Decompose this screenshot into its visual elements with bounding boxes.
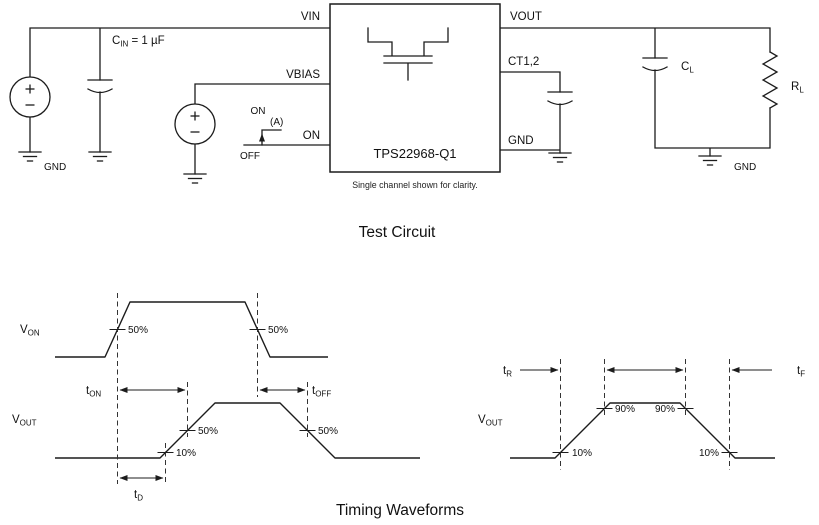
right-measurement-dashed-lines	[560, 359, 730, 470]
vout-rise-10pct-label: 10%	[176, 448, 196, 459]
on-step-waveform	[261, 129, 282, 146]
vout-pin-label: VOUT	[510, 11, 542, 23]
left-measurement-dashed-lines	[117, 293, 308, 484]
vin-pin-label: VIN	[301, 11, 320, 23]
cl-capacitor	[642, 57, 668, 72]
right-level-ticks	[552, 408, 738, 453]
vbias-voltage-source	[174, 103, 216, 145]
cin-label: CIN = 1 µF	[112, 35, 165, 49]
timing-waveforms: VON VOUT tON tOFF tD 50% 50% 50% 50% 10%…	[12, 293, 805, 519]
vout-waveform-right	[510, 402, 775, 459]
vbias-pin-label: VBIAS	[286, 69, 320, 81]
vout-waveform-left	[55, 402, 420, 459]
tr-label: tR	[503, 365, 512, 379]
ground-symbol	[698, 155, 722, 166]
gnd-label-right: GND	[734, 162, 756, 173]
cin-capacitor	[87, 79, 113, 94]
test-circuit: VIN VOUT VBIAS ON CT1,2 GND CIN = 1 µF C…	[9, 3, 804, 241]
rl-label: RL	[791, 81, 804, 95]
ground-symbol	[88, 151, 112, 162]
ground-symbol	[548, 152, 572, 163]
on-step-on-label: ON	[251, 106, 266, 117]
circuit-wires	[29, 27, 771, 175]
ground-symbol	[18, 151, 42, 162]
ton-label: tON	[86, 385, 101, 399]
vout-rise-50pct-label: 50%	[198, 426, 218, 437]
tf-label: tF	[797, 365, 805, 379]
ic-box	[329, 3, 501, 173]
von-rise-50pct-label: 50%	[128, 325, 148, 336]
fall-90pct-label: 90%	[655, 404, 675, 415]
left-level-ticks	[109, 329, 316, 453]
von-label: VON	[20, 324, 40, 338]
vout-label-right: VOUT	[478, 414, 503, 428]
gnd-pin-label: GND	[508, 135, 534, 147]
rl-resistor	[761, 51, 779, 109]
timing-waveforms-title: Timing Waveforms	[336, 502, 464, 519]
von-waveform	[55, 301, 328, 358]
on-step-ref-label: (A)	[270, 117, 283, 128]
von-fall-50pct-label: 50%	[268, 325, 288, 336]
rise-90pct-label: 90%	[615, 404, 635, 415]
toff-label: tOFF	[312, 385, 331, 399]
on-step-off-label: OFF	[240, 151, 260, 162]
ic-part-number: TPS22968-Q1	[373, 146, 456, 161]
mosfet-symbol	[367, 27, 449, 81]
vout-fall-50pct-label: 50%	[318, 426, 338, 437]
vin-voltage-source	[9, 76, 51, 118]
on-pin-label: ON	[303, 130, 320, 142]
ic-note: Single channel shown for clarity.	[352, 180, 478, 190]
fall-10pct-label: 10%	[699, 448, 719, 459]
test-circuit-title: Test Circuit	[359, 224, 436, 241]
rise-10pct-label: 10%	[572, 448, 592, 459]
vout-label-left: VOUT	[12, 414, 37, 428]
cl-label: CL	[681, 61, 694, 75]
td-label: tD	[134, 489, 143, 503]
ct-capacitor	[547, 91, 573, 106]
ct12-pin-label: CT1,2	[508, 56, 539, 68]
ground-symbol	[183, 173, 207, 184]
gnd-label-left: GND	[44, 162, 66, 173]
